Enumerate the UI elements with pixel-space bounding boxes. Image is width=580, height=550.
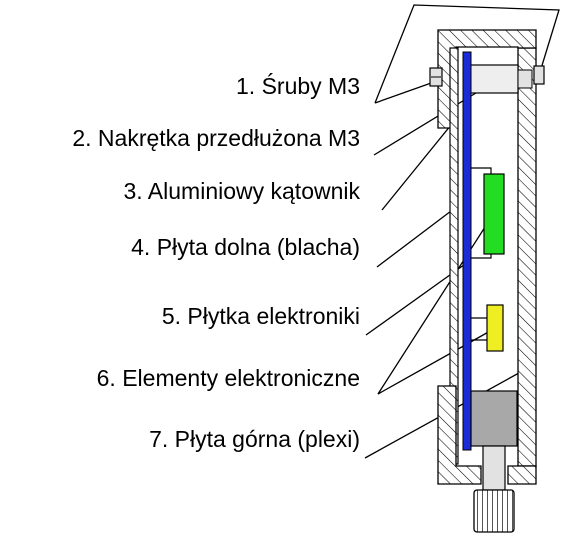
standoff-bottom [470, 390, 518, 447]
top-bracket [437, 29, 537, 129]
label-plyta-gorna: 7. Płyta górna (plexi) [149, 426, 360, 452]
screw-shaft-bottom [482, 445, 506, 491]
label-plyta-dolna: 4. Płyta dolna (blacha) [131, 234, 360, 260]
leader-line-nakretka [373, 81, 495, 156]
label-katownik: 3. Aluminiowy kątownik [124, 178, 361, 204]
label-nakretka: 2. Nakrętka przedłużona M3 [72, 125, 360, 151]
leader-line-sruby [374, 4, 560, 104]
leader-line-elementy-b [377, 329, 493, 395]
label-plytka: 5. Płytka elektroniki [162, 303, 360, 329]
component-green [471, 167, 505, 259]
leader-line-sruby-2 [374, 81, 435, 104]
bottom-left-block [437, 385, 482, 485]
leader-line-plyta-dolna [376, 207, 456, 268]
leader-line-katownik [381, 124, 452, 211]
bottom-right-block [507, 465, 537, 485]
pcb-board [462, 51, 472, 451]
knurled-knob [473, 489, 515, 533]
label-sruby: 1. Śruby M3 [236, 72, 360, 99]
extended-nut-top [469, 64, 519, 94]
screws-top [429, 65, 545, 87]
right-wall [517, 47, 537, 467]
leader-line-elementy-a [377, 212, 495, 395]
component-yellow [471, 304, 504, 352]
label-elementy: 6. Elementy elektroniczne [97, 365, 360, 391]
screw-right [533, 65, 545, 85]
